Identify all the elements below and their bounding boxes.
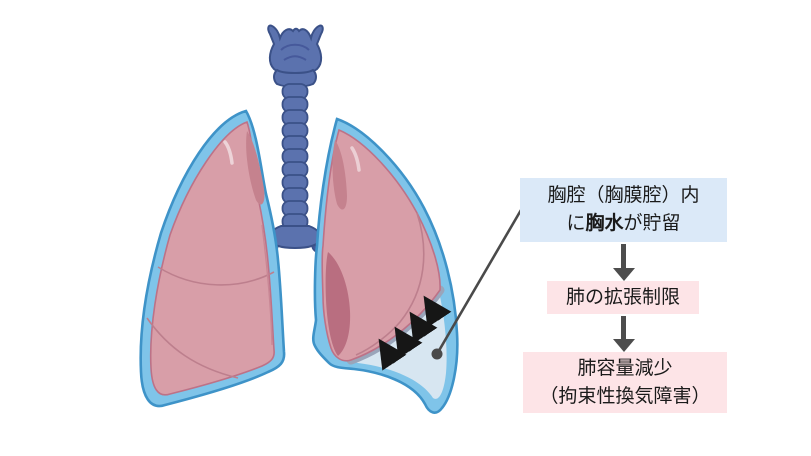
left-lung-fissure xyxy=(146,317,239,379)
label-line-1: 胸腔（胸膜腔）内 xyxy=(547,185,700,207)
down-arrow-icon xyxy=(613,339,635,352)
down-arrow-icon xyxy=(613,268,635,281)
trachea-rings xyxy=(281,83,309,230)
right-lung-group xyxy=(311,117,459,414)
flow-box-line-1: 肺容量減少 xyxy=(577,357,673,379)
compression-arrow-icon xyxy=(409,311,438,344)
compression-arrows xyxy=(378,295,452,371)
leader-line xyxy=(435,209,523,355)
flow-box-label: 肺の拡張制限 xyxy=(565,286,680,308)
right-lung-cardiac-shadow xyxy=(325,252,351,356)
right-lung-fissure xyxy=(355,212,425,356)
trachea-icon xyxy=(263,24,327,254)
larynx-detail-line xyxy=(280,43,310,51)
cricoid-ring xyxy=(273,68,317,88)
left-lung-medial-edge-line xyxy=(261,224,273,346)
right-lung-apex-shadow xyxy=(332,140,347,210)
flow-box-volume-reduction: 肺容量減少 （拘束性換気障害） xyxy=(523,352,727,413)
pleural-fluid-term: 胸水 xyxy=(585,213,624,234)
compression-arrow-icon xyxy=(423,295,452,328)
compression-arrow-icon xyxy=(378,338,407,371)
right-lung-highlight xyxy=(350,146,361,172)
down-arrow-stem xyxy=(621,316,626,340)
left-lung-highlight xyxy=(223,140,234,165)
flow-box-line-2: （拘束性換気障害） xyxy=(539,385,711,407)
larynx-shape xyxy=(267,24,324,76)
label-box-pleural-fluid: 胸腔（胸膜腔）内 に胸水が貯留 xyxy=(520,178,727,242)
compression-arrow-icon xyxy=(394,326,423,359)
larynx-detail-line xyxy=(283,55,307,61)
left-lung-shape xyxy=(149,120,275,396)
label-line-2: に胸水が貯留 xyxy=(566,213,681,234)
leader-dot xyxy=(431,348,443,360)
left-lung-group xyxy=(139,109,286,408)
down-arrow-stem xyxy=(621,244,626,269)
left-lung-fissure xyxy=(157,266,275,286)
flow-box-expansion-limit: 肺の拡張制限 xyxy=(547,281,699,314)
leader xyxy=(431,209,523,360)
left-lung-apex-shadow xyxy=(246,131,265,205)
